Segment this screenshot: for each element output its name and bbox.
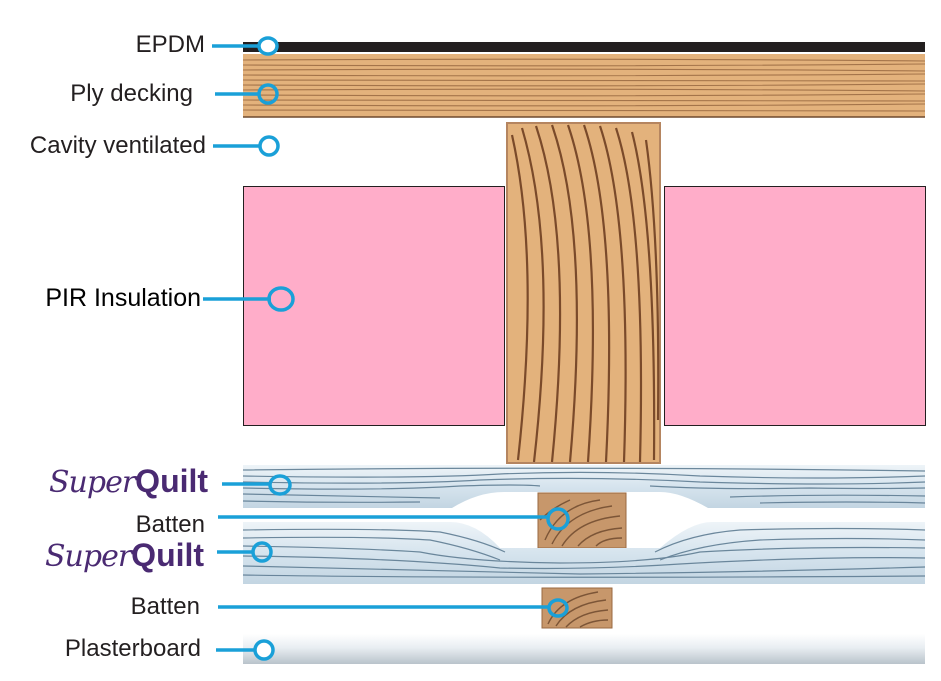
label-cavity-ventilated: Cavity ventilated: [29, 132, 206, 159]
pir-board-right: [664, 186, 926, 426]
label-plasterboard: Plasterboard: [64, 635, 201, 662]
leader-superquilt-upper: [222, 474, 292, 496]
superquilt-upper-layer: [242, 465, 926, 508]
label-batten-upper: Batten: [135, 511, 205, 538]
superquilt-logo-lower: SuperQuilt: [45, 539, 204, 572]
superquilt-logo-prefix: Super: [49, 465, 136, 500]
epdm-layer: [243, 42, 925, 52]
label-epdm: EPDM: [135, 31, 205, 58]
ply-decking-layer: [242, 54, 926, 118]
batten-lower: [541, 587, 613, 629]
leader-epdm: [212, 36, 279, 56]
leader-ply-decking: [215, 83, 279, 105]
label-ply-decking: Ply decking: [70, 80, 193, 107]
superquilt-logo-upper: SuperQuilt: [49, 465, 208, 498]
superquilt-logo-suffix: Quilt: [135, 463, 209, 499]
leader-plasterboard: [216, 639, 275, 661]
pir-board-left: [243, 186, 505, 426]
label-batten-lower: Batten: [130, 593, 200, 620]
superquilt-logo-prefix: Super: [45, 539, 132, 574]
superquilt-lower-layer: [242, 522, 926, 584]
label-pir-insulation: PIR Insulation: [45, 284, 201, 312]
rafter: [506, 122, 661, 464]
batten-upper: [537, 492, 627, 549]
plasterboard-layer: [243, 634, 925, 664]
superquilt-logo-suffix: Quilt: [131, 537, 205, 573]
leader-batten-lower: [218, 598, 569, 618]
leader-superquilt-lower: [217, 541, 273, 563]
leader-batten-upper: [218, 507, 570, 531]
leader-pir: [203, 286, 295, 312]
leader-cavity: [213, 135, 280, 157]
